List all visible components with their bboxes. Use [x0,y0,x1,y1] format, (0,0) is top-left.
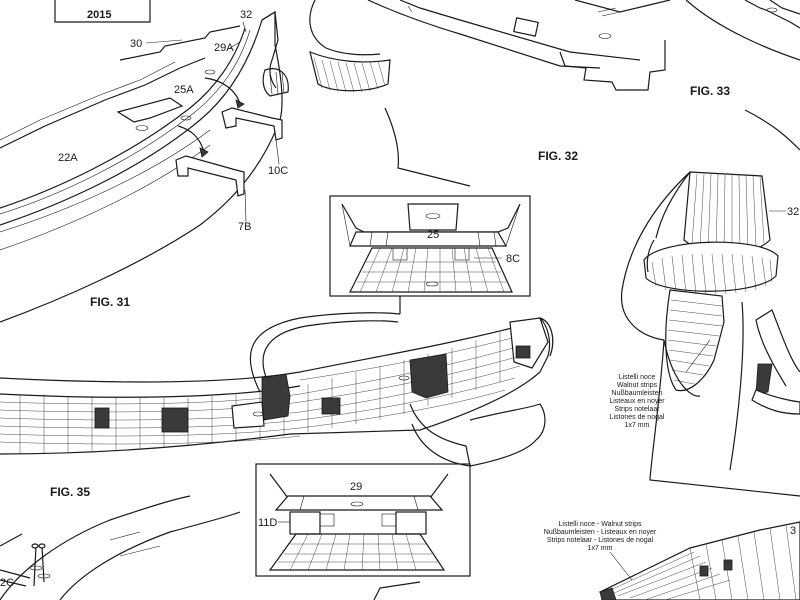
svg-text:Nußbaumleisten - Listeaux en n: Nußbaumleisten - Listeaux en noyer [544,529,657,536]
label-29a: 29A [214,42,234,54]
stern-planked-panel [665,289,725,392]
svg-text:Strips notelaar - Listones de: Strips notelaar - Listones de nogal [547,537,654,544]
fig36-corner-drawing: 2C [0,495,421,600]
fig35-caption: FIG. 35 [50,485,90,499]
stern-lantern [262,68,289,97]
fig31-hull-bottom [0,119,281,323]
label-8c: 8C [506,253,520,265]
svg-text:1x7 mm: 1x7 mm [588,545,613,552]
label-7b: 7B [238,221,251,233]
label-25a: 25A [174,84,194,96]
hatch-3 [321,397,341,415]
inset-upper-frame [329,195,531,297]
svg-text:Listelli noce - Walnut strips: Listelli noce - Walnut strips [559,521,642,528]
arrow-25a [204,77,241,105]
svg-text:Nußbaumleisten: Nußbaumleisten [612,390,663,397]
aft-deck-block [409,353,449,399]
fig33-caption: FIG. 33 [690,84,730,98]
year-box [54,0,151,23]
bottom-right-planking: Listelli noce - Walnut strips Nußbaumlei… [544,521,800,600]
inset-upper: 25 8C [329,195,531,297]
label-22a: 22A [58,152,78,164]
fig35-deck-outline [0,317,551,455]
label-29: 29 [350,481,362,493]
hatch-2 [161,407,189,433]
label-3: 3 [790,525,796,537]
part-10c [221,107,283,141]
label-32b: 32 [787,206,799,218]
label-2c: 2C [0,577,14,589]
label-10c: 10C [268,165,288,177]
part-29-panel [274,495,444,511]
svg-text:1x7 mm: 1x7 mm [625,422,650,429]
part-7b [175,155,245,197]
fig31-drawing: 2015 [0,0,289,323]
fig31-caption: FIG. 31 [90,295,130,309]
fig33-drawing: FIG. 33 [685,0,800,151]
strip-note-lower: Listelli noce - Walnut strips Nußbaumlei… [544,521,657,552]
label-30: 30 [130,38,142,50]
year-text: 2015 [87,9,111,21]
part-25-panel [407,203,459,231]
fig32-drawing: FIG. 32 [309,0,671,187]
fig32-deck-edge [559,40,666,91]
fig32-caption: FIG. 32 [538,149,578,163]
arrow-7b [177,125,205,153]
svg-text:Listones de nogal: Listones de nogal [610,414,665,421]
fig31-rail [119,25,241,61]
fig32-lantern [309,51,391,92]
fig31-hull-top [0,10,283,226]
fig31-deck-edge [0,27,246,209]
lantern-top [683,171,771,254]
hatch-1 [94,407,110,429]
lantern-collar [643,241,779,292]
svg-text:Listeaux en noyer: Listeaux en noyer [609,398,665,405]
inset-lower: 29 11D [255,463,471,577]
fig35-drawing: FIG. 35 [0,296,554,499]
svg-text:Listelli noce: Listelli noce [619,374,656,381]
label-11d: 11D [258,517,277,529]
inset-upper-deck [349,247,513,293]
part-25a [116,97,184,123]
hatch-a [513,17,539,37]
label-25: 25 [427,229,439,241]
stern-planking-drawing: 32 Listelli noce Walnut strips Nußbaumle… [609,171,800,497]
inset-lower-deck [268,533,446,571]
inset-lower-frame [255,463,471,577]
svg-text:Strips notelaar: Strips notelaar [614,406,660,413]
label-32a: 32 [240,9,252,21]
strip-note-upper: Listelli noce Walnut strips Nußbaumleist… [609,374,665,429]
svg-text:Walnut strips: Walnut strips [617,382,658,389]
deck-recess [261,373,291,421]
